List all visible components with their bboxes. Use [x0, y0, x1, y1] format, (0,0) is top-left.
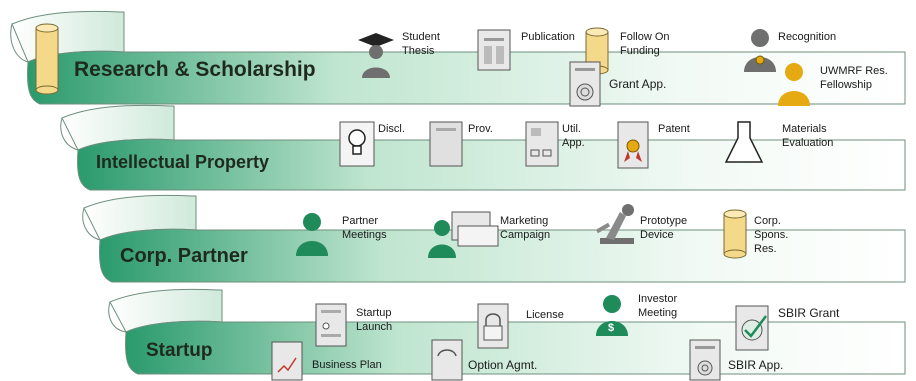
label-util-app: Util. App. — [562, 123, 585, 149]
flask-icon — [724, 121, 764, 163]
startup-launch-document-icon — [315, 303, 347, 347]
label-sbir-grant: SBIR Grant — [778, 306, 840, 320]
band-title-corp: Corp. Partner — [120, 245, 248, 267]
band-title-ip: Intellectual Property — [96, 152, 270, 172]
label-student-thesis: Student Thesis — [402, 31, 440, 57]
recognition-person-icon — [744, 29, 776, 72]
patent-ribbon-icon — [617, 121, 649, 169]
microscope-icon — [595, 204, 634, 244]
label-partner-meetings: Partner Meetings — [342, 215, 387, 241]
cylinder-icon — [35, 23, 59, 95]
label-sbir-app: SBIR App. — [728, 358, 784, 372]
license-lock-icon — [477, 303, 509, 349]
business-plan-chart-icon — [271, 341, 303, 381]
label-investor-meeting: Investor Meeting — [638, 293, 678, 319]
label-prototype-device: Prototype Device — [640, 215, 688, 241]
band-corp — [82, 194, 906, 283]
util-app-flowchart-icon — [525, 121, 559, 167]
label-materials-evaluation: Materials Evaluation — [782, 123, 834, 149]
sbir-grant-checkmark-icon — [735, 305, 769, 351]
label-publication: Publication — [521, 31, 575, 43]
band-title-startup: Startup — [146, 340, 213, 361]
sbir-app-certificate-icon — [689, 339, 721, 381]
label-business-plan: Business Plan — [312, 359, 382, 371]
band-ip — [60, 104, 906, 191]
label-license: License — [526, 309, 564, 321]
lightbulb-icon — [339, 121, 375, 167]
label-corp-spons-res: Corp. Spons. Res. — [754, 215, 789, 255]
option-agmt-document-icon — [431, 339, 463, 381]
label-startup-launch: Startup Launch — [356, 307, 393, 333]
label-option-agmt: Option Agmt. — [468, 358, 538, 372]
label-grant-app: Grant App. — [609, 77, 667, 91]
label-uwmrf-fellowship: UWMRF Res. Fellowship — [820, 65, 888, 91]
label-patent: Patent — [658, 123, 690, 135]
fellowship-person-icon — [778, 63, 810, 106]
label-recognition: Recognition — [778, 31, 837, 43]
label-prov: Prov. — [468, 123, 493, 135]
marketing-presenter-icon — [428, 211, 499, 258]
prov-document-icon — [429, 121, 463, 167]
label-follow-on-funding: Follow On Funding — [620, 31, 670, 57]
band-title-research: Research & Scholarship — [74, 58, 316, 81]
graduate-icon — [358, 33, 394, 78]
svg-text:$: $ — [608, 322, 614, 334]
label-discl: Discl. — [378, 123, 405, 135]
publication-document-icon — [477, 29, 511, 71]
partner-meetings-person-icon — [296, 213, 328, 256]
grant-app-certificate-icon — [569, 61, 601, 107]
investor-money-person-icon: $ — [596, 295, 628, 336]
label-marketing-campaign: Marketing Campaign — [500, 215, 551, 241]
corp-spons-cylinder-icon — [723, 209, 747, 259]
